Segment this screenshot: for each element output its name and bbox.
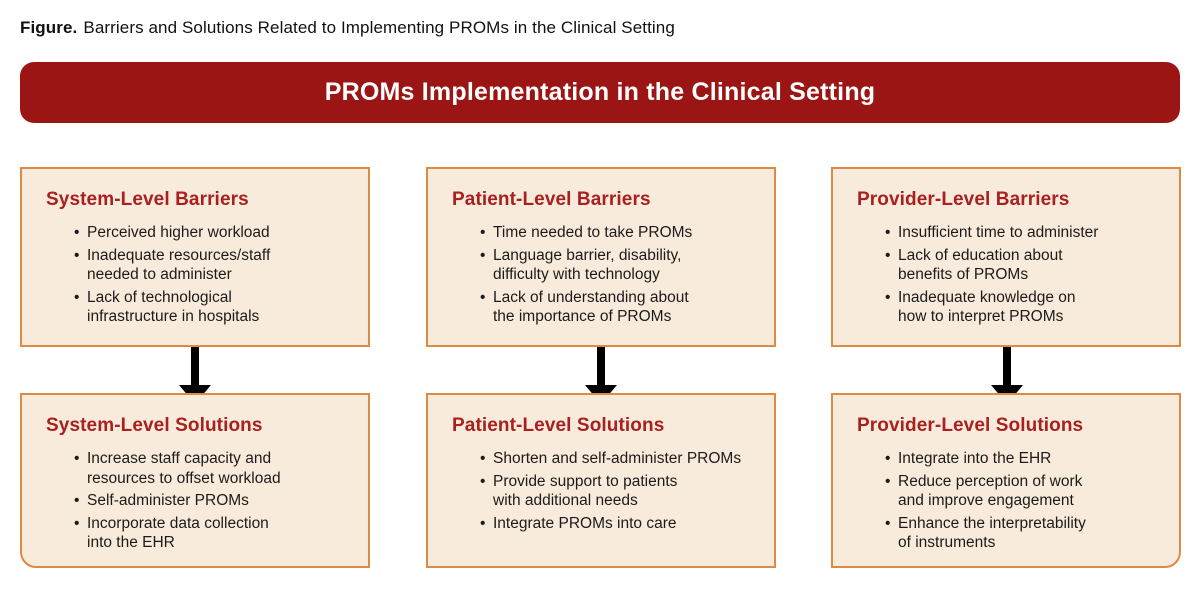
caption-text: Barriers and Solutions Related to Implem… xyxy=(83,18,675,37)
banner-title: PROMs Implementation in the Clinical Set… xyxy=(324,78,876,106)
bullet-item: Inadequate knowledge on how to interpret… xyxy=(885,288,1161,327)
figure-caption: Figure. Barriers and Solutions Related to… xyxy=(20,18,675,38)
provider-level-solutions-box: Provider-Level Solutions Integrate into … xyxy=(831,393,1181,568)
bullet-list: Increase staff capacity and resources to… xyxy=(46,449,350,553)
bullet-item: Language barrier, disability, difficulty… xyxy=(480,246,756,285)
bullet-list: Shorten and self-administer PROMs Provid… xyxy=(452,449,756,533)
bullet-list: Perceived higher workload Inadequate res… xyxy=(46,223,350,327)
bullet-item: Enhance the interpretability of instrume… xyxy=(885,514,1161,553)
bullet-item: Lack of technological infrastructure in … xyxy=(74,288,350,327)
bullet-item: Lack of understanding about the importan… xyxy=(480,288,756,327)
provider-level-barriers-box: Provider-Level Barriers Insufficient tim… xyxy=(831,167,1181,347)
bullet-item: Time needed to take PROMs xyxy=(480,223,756,243)
caption-prefix: Figure. xyxy=(20,18,78,37)
bullet-list: Time needed to take PROMs Language barri… xyxy=(452,223,756,327)
system-level-solutions-box: System-Level Solutions Increase staff ca… xyxy=(20,393,370,568)
box-title-provider-barriers: Provider-Level Barriers xyxy=(857,189,1070,210)
bullet-list: Insufficient time to administer Lack of … xyxy=(857,223,1161,327)
bullet-item: Provide support to patients with additio… xyxy=(480,472,756,511)
arrow-shaft xyxy=(597,347,605,385)
system-level-barriers-box: System-Level Barriers Perceived higher w… xyxy=(20,167,370,347)
bullet-item: Insufficient time to administer xyxy=(885,223,1161,243)
bullet-item: Integrate into the EHR xyxy=(885,449,1161,469)
bullet-item: Inadequate resources/staff needed to adm… xyxy=(74,246,350,285)
arrow-shaft xyxy=(1003,347,1011,385)
arrow-shaft xyxy=(191,347,199,385)
box-title-system-solutions: System-Level Solutions xyxy=(46,415,263,436)
bullet-item: Lack of education about benefits of PROM… xyxy=(885,246,1161,285)
banner: PROMs Implementation in the Clinical Set… xyxy=(20,62,1180,123)
bullet-item: Self-administer PROMs xyxy=(74,491,350,511)
box-title-patient-barriers: Patient-Level Barriers xyxy=(452,189,651,210)
patient-level-solutions-box: Patient-Level Solutions Shorten and self… xyxy=(426,393,776,568)
bullet-item: Perceived higher workload xyxy=(74,223,350,243)
bullet-item: Reduce perception of work and improve en… xyxy=(885,472,1161,511)
box-title-system-barriers: System-Level Barriers xyxy=(46,189,249,210)
bullet-item: Incorporate data collection into the EHR xyxy=(74,514,350,553)
bullet-item: Shorten and self-administer PROMs xyxy=(480,449,756,469)
bullet-list: Integrate into the EHR Reduce perception… xyxy=(857,449,1161,553)
patient-level-barriers-box: Patient-Level Barriers Time needed to ta… xyxy=(426,167,776,347)
box-title-patient-solutions: Patient-Level Solutions xyxy=(452,415,665,436)
box-title-provider-solutions: Provider-Level Solutions xyxy=(857,415,1084,436)
bullet-item: Integrate PROMs into care xyxy=(480,514,756,534)
bullet-item: Increase staff capacity and resources to… xyxy=(74,449,350,488)
